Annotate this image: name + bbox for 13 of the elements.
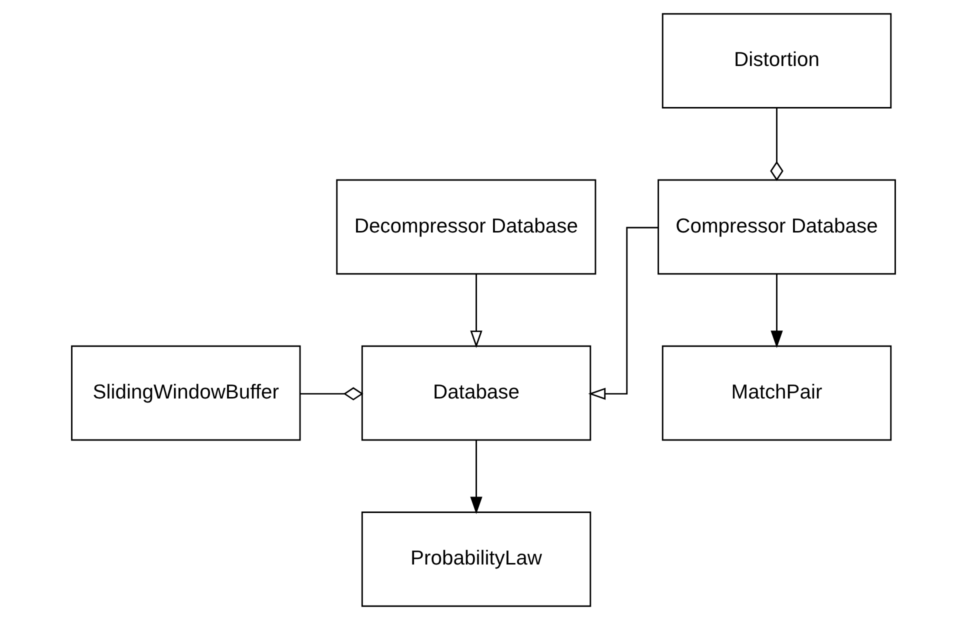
node-box: Compressor Database xyxy=(658,179,896,275)
node-box: Database xyxy=(361,345,592,441)
arrow xyxy=(470,440,482,514)
node-box: SlidingWindowBuffer xyxy=(71,345,301,441)
node-box: ProbabilityLaw xyxy=(361,512,592,607)
arrow xyxy=(470,274,482,348)
connector xyxy=(770,108,784,181)
arrow xyxy=(588,226,658,400)
node-box: MatchPair xyxy=(662,345,892,441)
arrow xyxy=(770,274,783,348)
node-box: Distortion xyxy=(662,13,892,108)
connector xyxy=(300,387,364,400)
node-box: Decompressor Database xyxy=(336,179,596,275)
